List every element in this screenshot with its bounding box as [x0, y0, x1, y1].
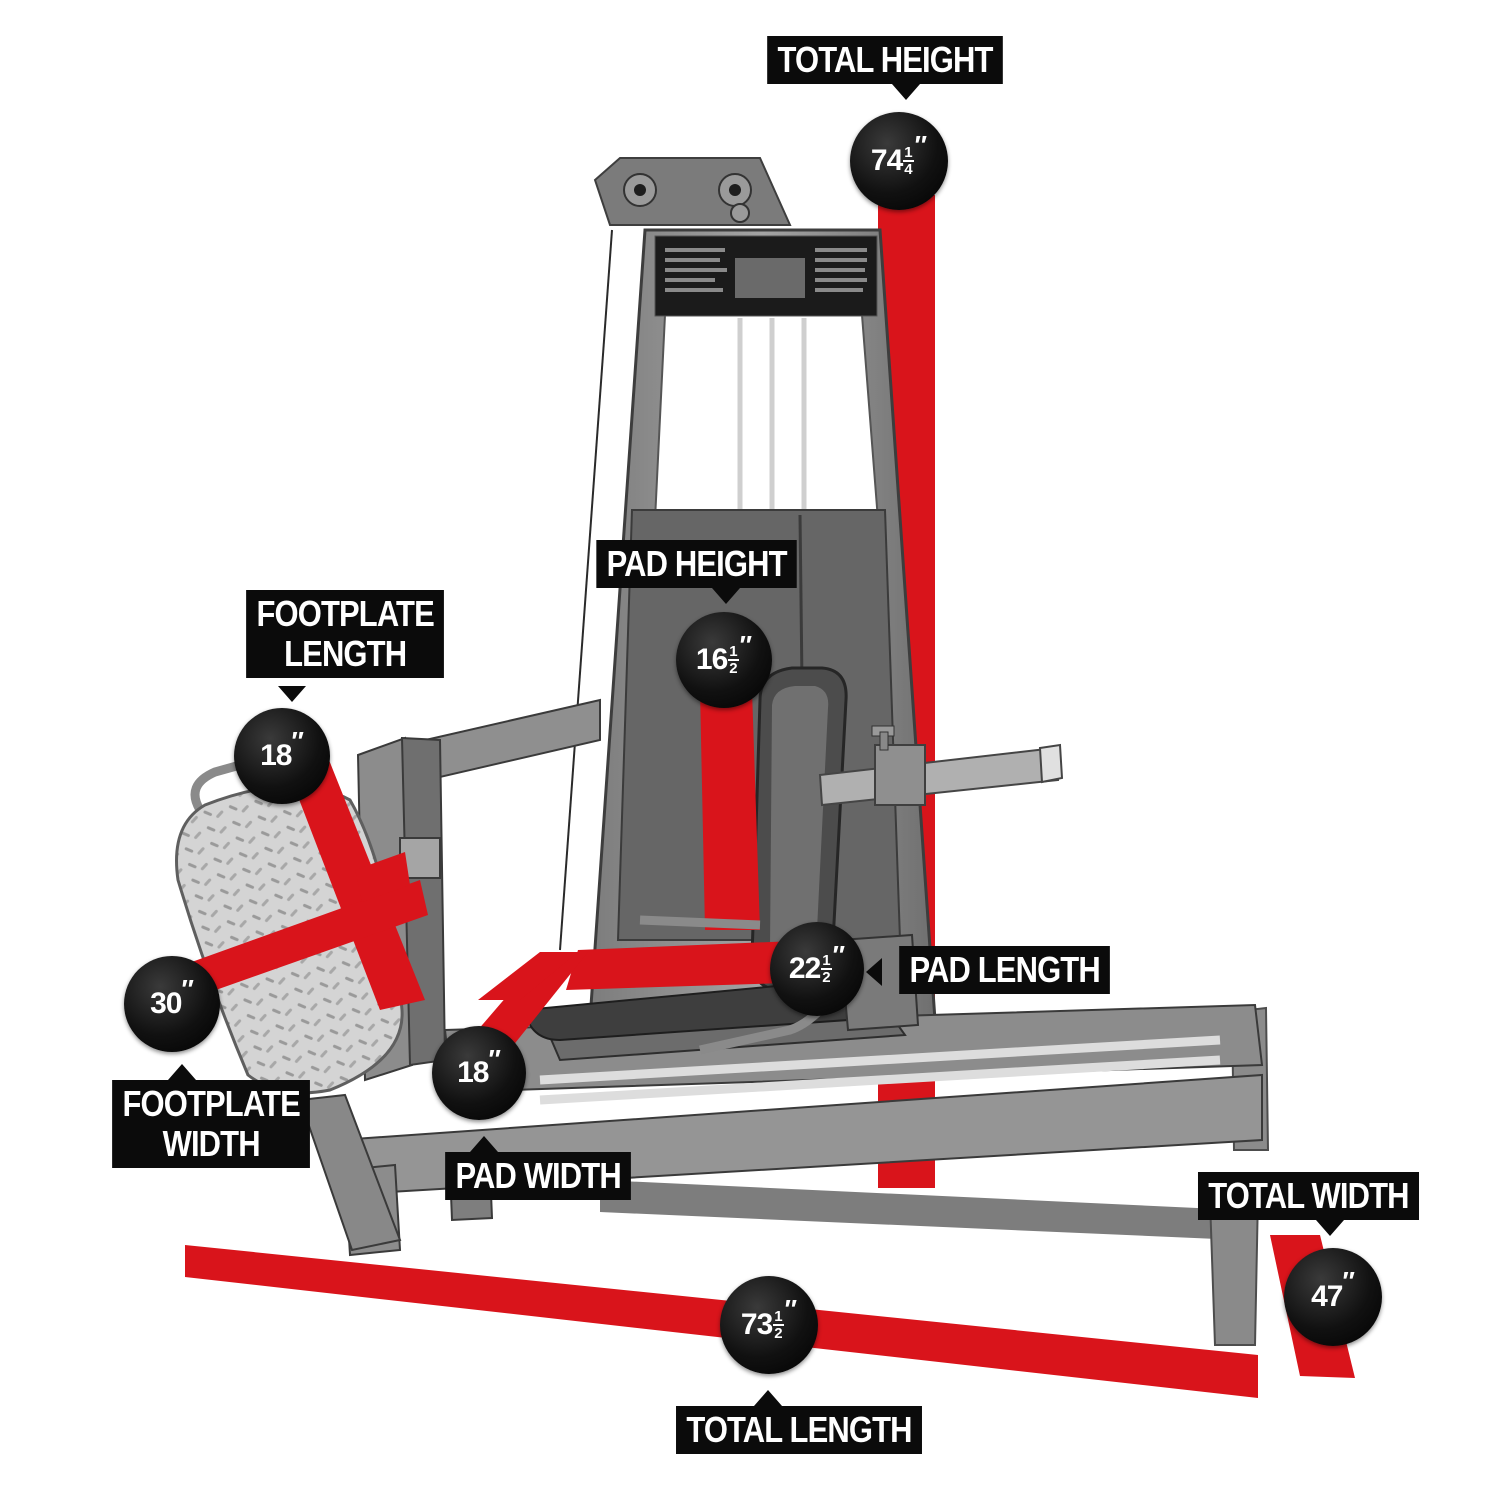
- guide-rods: [737, 318, 807, 520]
- pad-width-label: PAD WIDTH: [445, 1152, 632, 1200]
- footplate-width-band: [175, 880, 428, 1002]
- pad-length-band-left: [478, 952, 578, 1000]
- footplate-handle: [190, 760, 242, 813]
- placard-texture: [665, 248, 867, 298]
- cable: [559, 229, 613, 951]
- footplate-mount-band: [355, 852, 410, 902]
- lever-arm-end: [1038, 743, 1064, 784]
- footplate-width-value: 30 ″: [124, 956, 220, 1052]
- side-handle: [639, 915, 761, 930]
- footplate-mount: [399, 837, 441, 879]
- pad-height-band: [700, 690, 760, 930]
- total-height-label: TOTAL HEIGHT: [767, 36, 1003, 84]
- lever-housing: [874, 744, 926, 806]
- total-height-pointer: [892, 84, 920, 100]
- tower-inner-cutout: [653, 314, 880, 521]
- total-length-pointer: [754, 1390, 782, 1406]
- pad-length-pointer: [866, 958, 882, 986]
- total-width-pointer: [1316, 1220, 1344, 1236]
- pad-width-pointer: [470, 1136, 498, 1152]
- footplate-length-band: [282, 750, 425, 1010]
- pad-width-value: 18 ″: [432, 1026, 526, 1120]
- footplate-length-pointer: [278, 686, 306, 702]
- total-width-value: 47 ″: [1284, 1248, 1382, 1346]
- total-length-label: TOTAL LENGTH: [676, 1406, 922, 1454]
- pad-height-pointer: [712, 588, 740, 604]
- pad-length-band: [566, 940, 818, 990]
- footplate-width-pointer: [168, 1064, 196, 1080]
- pulley-left-icon: [623, 173, 657, 207]
- pad-length-label: PAD LENGTH: [899, 946, 1111, 994]
- slide-rails: [539, 1035, 1221, 1105]
- footplate-brace: [298, 1093, 402, 1252]
- total-width-label: TOTAL WIDTH: [1197, 1172, 1419, 1220]
- footplate-length-value: 18 ″: [234, 708, 330, 804]
- pulley-right-icon: [718, 173, 752, 223]
- rear-base-rail: [600, 1180, 1240, 1240]
- pad-height-label: PAD HEIGHT: [596, 540, 798, 588]
